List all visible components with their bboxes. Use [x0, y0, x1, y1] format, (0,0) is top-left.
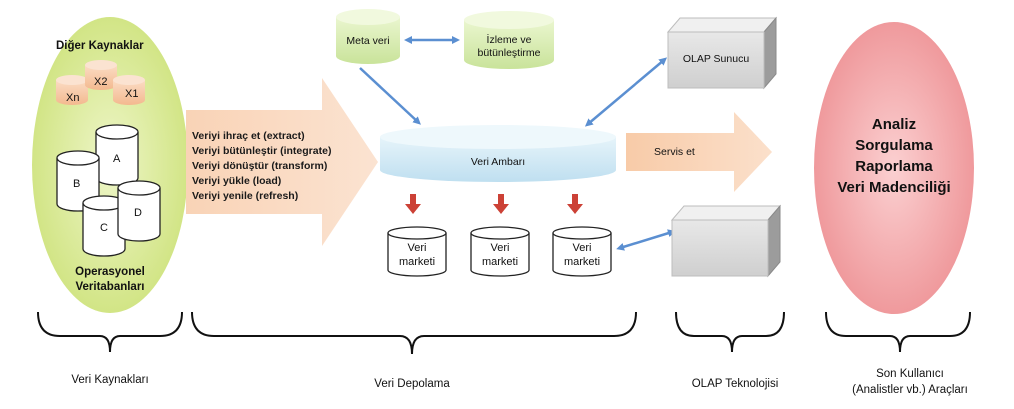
red-down-arrow — [567, 194, 583, 214]
other-source-cylinder — [113, 75, 145, 105]
other-sources-title: Diğer Kaynaklar — [56, 40, 144, 52]
cylinder-label-x2: X2 — [94, 76, 108, 88]
operational-db-title-1: Operasyonel — [75, 266, 145, 278]
datamart-cylinder — [552, 226, 612, 277]
db-label-a: A — [113, 153, 121, 165]
red-down-arrow — [405, 194, 421, 214]
datamart-label-1: Veri — [490, 242, 510, 254]
metadata-cylinder — [336, 9, 400, 64]
brace-olap — [675, 311, 785, 353]
end-user-item: Veri Madenciliği — [837, 179, 951, 196]
end-user-item: Raporlama — [855, 158, 933, 175]
section-caption-data-storage: Veri Depolama — [374, 378, 450, 390]
warehouse-cylinder — [380, 125, 616, 182]
etl-step: Veriyi ihraç et (extract) — [192, 130, 305, 142]
datamart-olap-arrow — [616, 229, 676, 251]
other-source-cylinder — [56, 75, 88, 105]
service-arrow — [626, 112, 772, 192]
warehouse-olap-arrow — [584, 57, 668, 127]
brace-data-storage — [191, 311, 637, 355]
red-down-arrow — [493, 194, 509, 214]
database-cylinder — [82, 195, 126, 257]
etl-step: Veriyi yükle (load) — [192, 175, 282, 187]
datamart-cylinder — [470, 226, 530, 277]
brace-data-sources — [37, 311, 183, 353]
brace-end-user — [825, 311, 971, 353]
olap-box — [670, 204, 782, 278]
cylinder-label-x1: X1 — [125, 88, 139, 100]
operational-db-title-2: Veritabanları — [75, 281, 145, 293]
olap-server-box — [666, 16, 778, 90]
database-cylinder — [117, 180, 161, 242]
end-user-item: Sorgulama — [855, 137, 933, 154]
other-source-cylinder — [85, 60, 117, 90]
datamart-label-2: marketi — [398, 256, 436, 268]
monitoring-label-1: İzleme ve — [486, 34, 532, 46]
datamart-cylinder — [387, 226, 447, 277]
etl-step: Veriyi yenile (refresh) — [192, 190, 299, 202]
datamart-label-1: Veri — [407, 242, 427, 254]
meta-warehouse-arrow — [359, 67, 421, 125]
datamart-label-1: Veri — [572, 242, 592, 254]
section-caption-end-user-2: (Analistler vb.) Araçları — [852, 384, 968, 396]
section-caption-end-user-1: Son Kullanıcı — [876, 368, 944, 380]
section-caption-olap: OLAP Teknolojisi — [691, 378, 779, 390]
db-label-d: D — [134, 207, 142, 219]
db-label-b: B — [73, 178, 81, 190]
etl-step: Veriyi bütünleştir (integrate) — [192, 145, 332, 157]
metadata-label: Meta veri — [346, 35, 390, 47]
db-label-c: C — [100, 222, 108, 234]
service-label: Servis et — [654, 146, 695, 158]
etl-step: Veriyi dönüştür (transform) — [192, 160, 328, 172]
section-caption-data-sources: Veri Kaynakları — [71, 374, 149, 386]
end-user-ellipse — [814, 22, 974, 314]
monitoring-cylinder — [464, 11, 554, 69]
datamart-label-2: marketi — [563, 256, 601, 268]
end-user-item: Analiz — [871, 116, 917, 133]
monitoring-label-2: bütünleştirme — [477, 47, 541, 59]
warehouse-label: Veri Ambarı — [470, 156, 526, 168]
olap-server-label: OLAP Sunucu — [682, 53, 750, 65]
cylinder-label-xn: Xn — [66, 92, 80, 104]
datamart-label-2: marketi — [481, 256, 519, 268]
etl-arrow — [186, 78, 378, 246]
